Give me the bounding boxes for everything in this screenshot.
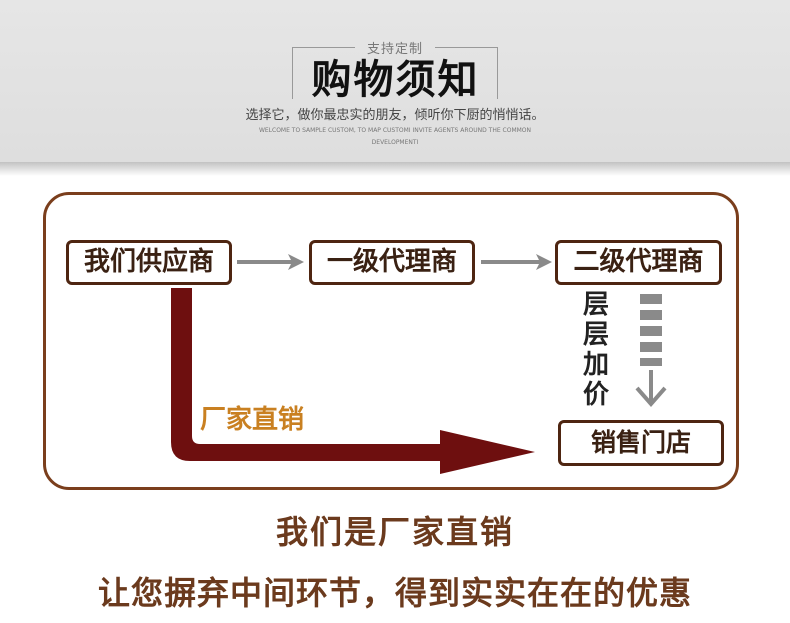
header-banner — [0, 0, 790, 162]
direct-sales-arrow — [171, 288, 535, 474]
title-frame-left — [292, 47, 293, 99]
banner-english-text: WELCOME TO SAMPLE CUSTOM, TO MAP CUSTOMI… — [255, 125, 535, 149]
node-level1-agent: 一级代理商 — [309, 240, 475, 285]
banner-subtitle: 选择它，做你最忠实的朋友，倾听你下厨的悄悄话。 — [245, 108, 545, 123]
node-supplier: 我们供应商 — [66, 240, 232, 285]
banner-english-line-1: WELCOME TO SAMPLE CUSTOM, TO MAP CUSTOMI… — [258, 127, 532, 134]
node-retail-store: 销售门店 — [558, 420, 724, 466]
arrow-agent1-to-agent2 — [481, 254, 552, 270]
direct-sales-label: 厂家直销 — [200, 405, 305, 435]
diagram-frame — [43, 192, 739, 490]
footer-subline: 让您摒弃中间环节，得到实实在在的优惠 — [97, 574, 692, 612]
markup-label: 层层加价 — [582, 290, 609, 410]
tagline-divider-left — [293, 47, 355, 48]
banner-english-line-2: DEVELOPMENTI — [371, 139, 419, 146]
banner-shadow — [0, 162, 790, 176]
markup-down-arrow — [635, 294, 667, 408]
banner-title: 购物须知 — [311, 57, 480, 103]
footer-headline: 我们是厂家直销 — [275, 513, 514, 551]
title-frame-right — [497, 47, 498, 99]
node-level2-agent: 二级代理商 — [555, 240, 722, 285]
banner-tagline: 支持定制 — [366, 42, 423, 57]
arrow-supplier-to-agent1 — [237, 254, 304, 270]
tagline-divider-right — [435, 47, 497, 48]
